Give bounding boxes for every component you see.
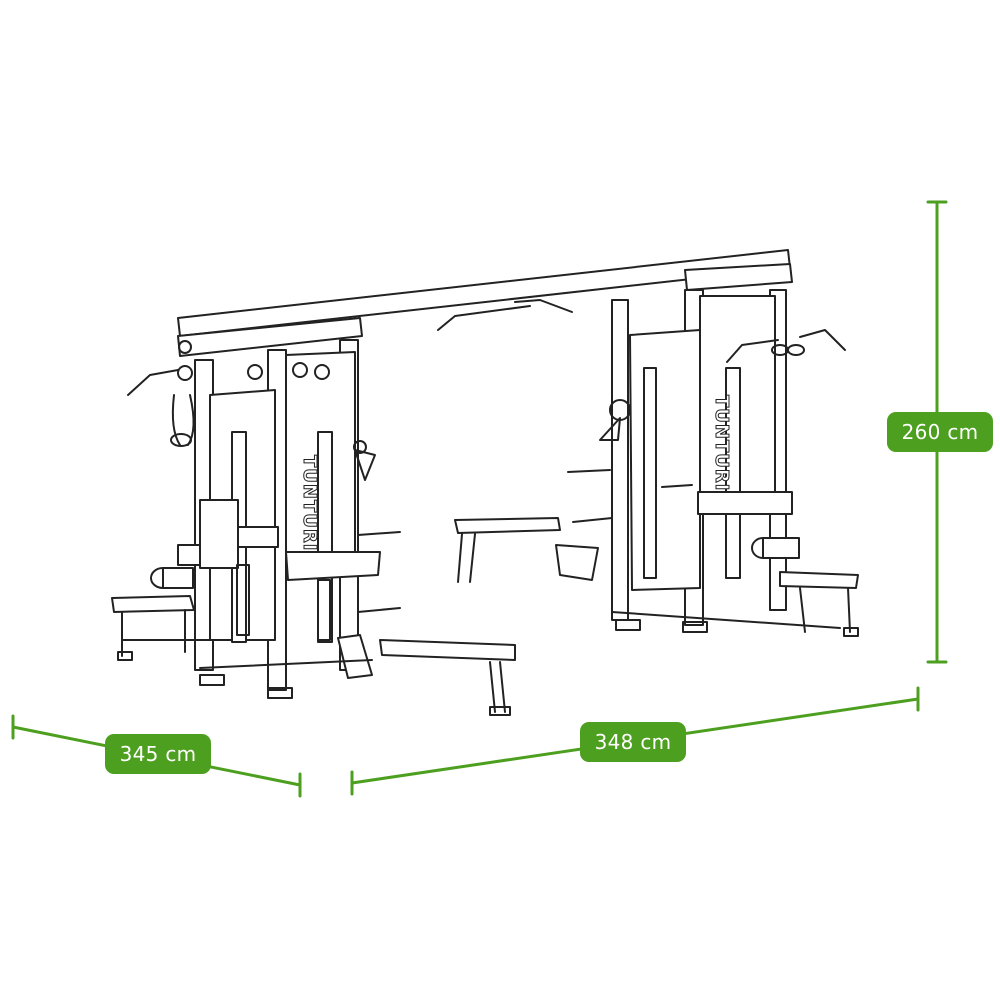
depth-dimension-label: 345 cm	[105, 734, 211, 774]
brand-logo-left: TUNTURI	[299, 455, 320, 551]
right-tower	[454, 289, 859, 637]
width-dimension-label: 348 cm	[580, 722, 686, 762]
height-dimension-label: 260 cm	[887, 412, 993, 452]
overhead-bar-right	[514, 299, 573, 313]
machine-line-art	[111, 249, 859, 716]
overhead-bar-left	[437, 305, 531, 331]
left-tower	[111, 339, 516, 716]
brand-logo-right: TUNTURI	[711, 395, 732, 491]
